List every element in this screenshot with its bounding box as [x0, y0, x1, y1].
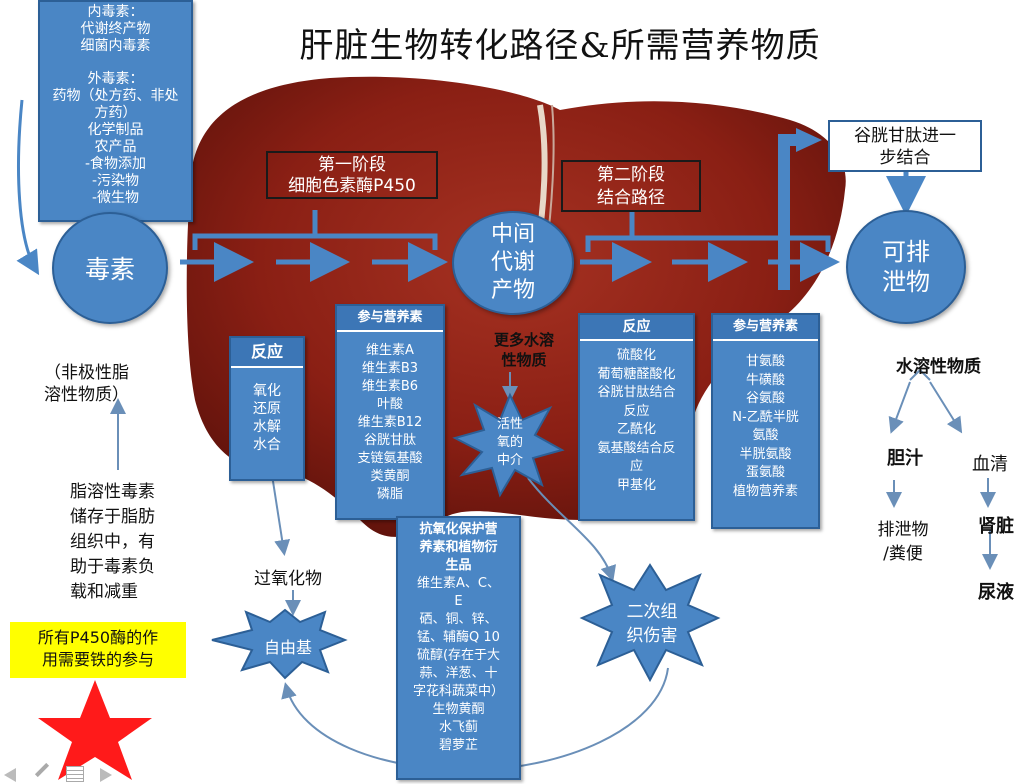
- internal-toxins-list: 代谢终产物 细菌内毒素: [80, 21, 151, 54]
- phase2-reactions-box: 反应 硫酸化 葡萄糖醛酸化 谷胱甘肽结合 反应 乙酰化 氨基酸结合反 应 甲基化: [578, 313, 695, 521]
- menu-icon[interactable]: [66, 766, 84, 782]
- reactive-oxygen-label: 活性 氧的 中介: [496, 417, 523, 468]
- slide-nav: [4, 762, 124, 784]
- excretable-node: 可排 泄物: [846, 210, 966, 324]
- secondary-damage-label: 二次组 织伤害: [626, 602, 678, 646]
- phase2-nutrients-box: 参与营养素 甘氨酸 牛磺酸 谷氨酸 N-乙酰半胱 氨酸 半胱氨酸 蛋氨酸 植物营…: [711, 313, 820, 529]
- page-title: 肝脏生物转化路径&所需营养物质: [299, 26, 821, 66]
- kidney-label: 肾脏: [978, 516, 1014, 537]
- iron-note: 所有P450酶的作 用需要铁的参与: [10, 622, 186, 678]
- toxin-node: 毒素: [52, 212, 168, 324]
- phase1-label: 第一阶段 细胞色素酶P450: [266, 151, 438, 199]
- excrement-label: 排泄物 /粪便: [877, 520, 929, 564]
- toxin-sources-box: 内毒素： 代谢终产物 细菌内毒素 外毒素： 药物（处方药、非处方药） 化学制品 …: [38, 0, 193, 222]
- prev-arrow-icon[interactable]: [4, 768, 16, 782]
- phase2-nutrients-header: 参与营养素: [713, 315, 818, 341]
- toxin-label: 毒素: [84, 255, 135, 284]
- excretable-label: 可排 泄物: [882, 238, 930, 296]
- antioxidants-header: 抗氧化保护营 养素和植物衍 生品: [419, 522, 498, 573]
- water-soluble-label: 水溶性物质: [896, 357, 981, 377]
- phase2-reactions-list: 硫酸化 葡萄糖醛酸化 谷胱甘肽结合 反应 乙酰化 氨基酸结合反 应 甲基化: [597, 348, 676, 493]
- fat-storage-note: 脂溶性毒素 储存于脂肪 组织中，有 助于毒素负 载和减重: [70, 482, 155, 602]
- phase1-reactions-box: 反应 氧化 还原 水解 水合: [229, 336, 305, 481]
- red-star: [38, 680, 152, 780]
- reactive-oxygen-star: [452, 392, 565, 498]
- external-toxins-list: 药物（处方药、非处方药） 化学制品 农产品 -食物添加 -污染物 -微生物: [52, 88, 179, 206]
- phase1-nutrients-header: 参与营养素: [337, 306, 443, 332]
- gsh-conjugation-box: 谷胱甘肽进一 步结合: [828, 120, 982, 172]
- free-radical-label: 自由基: [263, 638, 312, 657]
- secondary-damage-star: [579, 563, 721, 683]
- urine-label: 尿液: [978, 582, 1014, 603]
- intermediate-label: 中间 代谢 产物: [490, 222, 535, 303]
- internal-toxins-heading: 内毒素：: [87, 4, 144, 20]
- next-arrow-icon[interactable]: [100, 768, 112, 782]
- free-radical-star: [211, 608, 348, 680]
- bile-label: 胆汁: [887, 448, 923, 469]
- phase1-reactions-list: 氧化 还原 水解 水合: [253, 383, 281, 453]
- external-toxins-heading: 外毒素：: [87, 71, 144, 87]
- phase1-reactions-header: 反应: [231, 338, 303, 368]
- phase2-reactions-header: 反应: [580, 315, 693, 341]
- phase2-nutrients-list: 甘氨酸 牛磺酸 谷氨酸 N-乙酰半胱 氨酸 半胱氨酸 蛋氨酸 植物营养素: [732, 354, 799, 499]
- antioxidants-box: 抗氧化保护营 养素和植物衍 生品 维生素A、C、 E 硒、铜、锌、 锰、辅酶Q …: [396, 516, 521, 780]
- intermediate-node: 中间 代谢 产物: [452, 211, 574, 315]
- phase2-label: 第二阶段 结合路径: [561, 160, 701, 212]
- more-water-soluble-label: 更多水溶 性物质: [493, 331, 554, 369]
- phase1-nutrients-box: 参与营养素 维生素A 维生素B3 维生素B6 叶酸 维生素B12 谷胱甘肽 支链…: [335, 304, 445, 520]
- pen-icon[interactable]: [34, 762, 50, 778]
- phase1-nutrients-list: 维生素A 维生素B3 维生素B6 叶酸 维生素B12 谷胱甘肽 支链氨基酸 类黄…: [357, 343, 423, 502]
- serum-label: 血清: [972, 454, 1008, 475]
- peroxide-label: 过氧化物: [254, 569, 322, 589]
- antioxidants-list: 维生素A、C、 E 硒、铜、锌、 锰、辅酶Q 10 硫醇(存在于大 蒜、洋葱、十…: [412, 576, 504, 753]
- nonpolar-note: （非极性脂 溶性物质）: [44, 363, 129, 405]
